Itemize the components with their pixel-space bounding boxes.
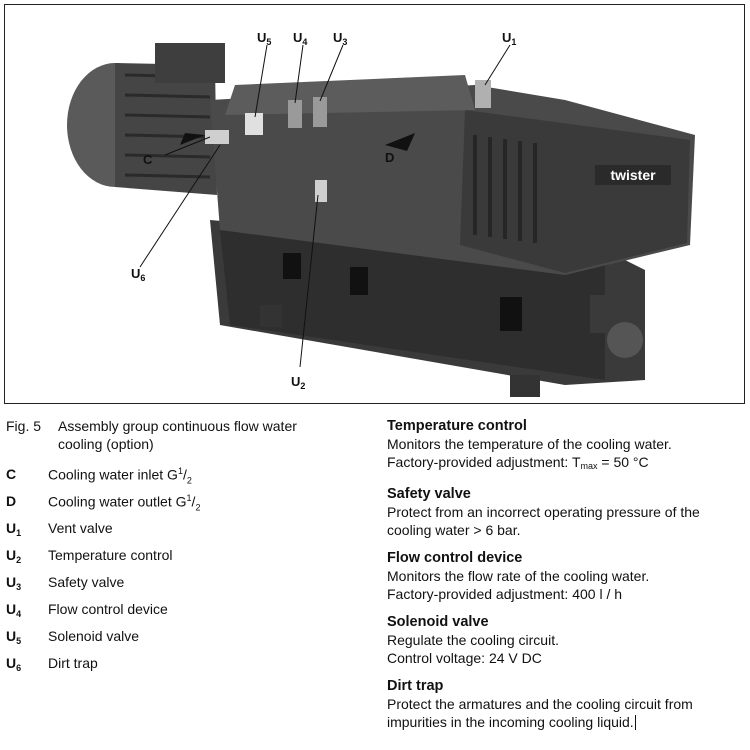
legend-item: U1 Vent valve (6, 520, 366, 547)
callout-u4: U4 (293, 30, 308, 47)
temperature-control-section: Temperature control Monitors the tempera… (387, 417, 745, 475)
valve-u2 (315, 180, 327, 202)
description-column: Temperature control Monitors the tempera… (387, 417, 745, 741)
callout-c: C (143, 152, 153, 167)
figure-caption: Fig. 5 Assembly group continuous flow wat… (6, 417, 346, 453)
legend-key: D (6, 493, 17, 509)
legend-list: C Cooling water inlet G1/2 D Cooling wat… (6, 466, 366, 682)
figure-caption-text: Assembly group continuous flow water coo… (58, 418, 297, 452)
inlet-arrow (180, 133, 205, 145)
section-title: Safety valve (387, 486, 471, 502)
legend-desc: Solenoid valve (48, 628, 140, 644)
legend-desc: Vent valve (48, 520, 113, 536)
legend-item: U5 Solenoid valve (6, 628, 366, 655)
foot-2 (510, 375, 540, 397)
section-title: Temperature control (387, 418, 527, 434)
callout-u6: U6 (131, 266, 146, 283)
legend-desc: Safety valve (48, 574, 125, 590)
solenoid-valve-section: Solenoid valve Regulate the cooling circ… (387, 613, 745, 667)
section-text: Protect the armatures and the cooling ci… (387, 696, 693, 712)
valve-u3 (313, 97, 327, 127)
legend-key: U1 (6, 520, 22, 538)
section-text: Monitors the temperature of the cooling … (387, 436, 672, 452)
callout-u5: U5 (257, 30, 272, 47)
outlet-arrow (385, 133, 415, 151)
dirt-trap-section: Dirt trap Protect the armatures and the … (387, 677, 745, 731)
terminal-box (155, 43, 225, 83)
legend-item: U6 Dirt trap (6, 655, 366, 682)
figure-number: Fig. 5 (6, 418, 42, 434)
legend-desc: Cooling water inlet G1/2 (48, 466, 192, 486)
legend-key: U4 (6, 601, 22, 619)
base-slot-3 (500, 297, 522, 331)
valve-u5 (245, 113, 263, 135)
legend-desc: Cooling water outlet G1/2 (48, 493, 201, 513)
pump-illustration: twister (67, 43, 695, 397)
legend-key: U2 (6, 547, 22, 565)
legend-key: U3 (6, 574, 22, 592)
leader-lines (139, 44, 511, 368)
legend-item: C Cooling water inlet G1/2 (6, 466, 366, 493)
section-text: Factory-provided adjustment: Tmax = 50 °… (387, 454, 649, 471)
section-title: Dirt trap (387, 678, 444, 694)
outlet-flange (607, 322, 643, 358)
legend-key: C (6, 466, 17, 482)
legend-desc: Temperature control (48, 547, 173, 563)
base-slot-2 (350, 267, 368, 295)
callout-u1: U1 (502, 30, 517, 47)
section-text: Monitors the flow rate of the cooling wa… (387, 568, 650, 584)
base-slot-1 (283, 253, 301, 279)
safety-valve-section: Safety valve Protect from an incorrect o… (387, 485, 745, 539)
section-text: cooling water > 6 bar. (387, 522, 521, 538)
legend-key: U5 (6, 628, 22, 646)
legend-item: U4 Flow control device (6, 601, 366, 628)
callout-u2: U2 (291, 374, 306, 391)
foot-1 (260, 305, 282, 327)
pump-top (225, 75, 475, 115)
callout-u3: U3 (333, 30, 348, 47)
legend-desc: Dirt trap (48, 655, 98, 671)
flow-control-section: Flow control device Monitors the flow ra… (387, 549, 745, 603)
pump-fins (473, 135, 537, 243)
legend-item: U2 Temperature control (6, 547, 366, 574)
section-text: Factory-provided adjustment: 400 l / h (387, 586, 623, 602)
legend-item: U3 Safety valve (6, 574, 366, 601)
legend-desc: Flow control device (48, 601, 168, 617)
valve-u1 (475, 80, 491, 108)
brand-label: twister (610, 167, 656, 183)
brand-plate (595, 165, 671, 185)
text-cursor (634, 715, 636, 730)
pump-front (460, 110, 690, 273)
section-title: Solenoid valve (387, 614, 489, 630)
legend-key: U6 (6, 655, 22, 673)
section-title: Flow control device (387, 550, 523, 566)
callout-d: D (385, 150, 395, 165)
inlet-fitting (205, 130, 229, 144)
legend-item: D Cooling water outlet G1/2 (6, 493, 366, 520)
figure-frame: twister U5 U4 U3 U1 C D U6 U2 (4, 4, 745, 404)
section-text: impurities in the incoming cooling liqui… (387, 714, 636, 730)
valve-u4 (288, 100, 302, 128)
section-text: Protect from an incorrect operating pres… (387, 504, 700, 520)
section-text: Regulate the cooling circuit. (387, 632, 559, 648)
section-text: Control voltage: 24 V DC (387, 650, 542, 666)
